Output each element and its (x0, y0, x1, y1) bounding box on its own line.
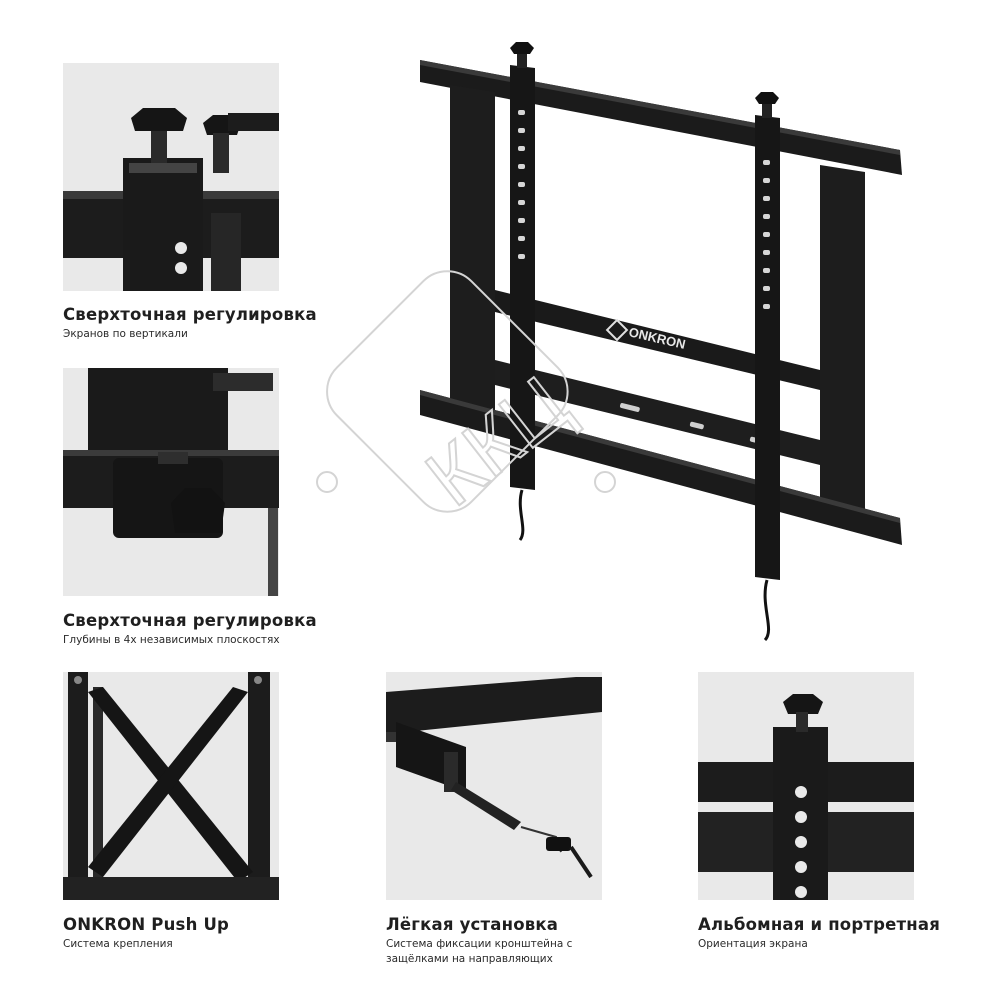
feature-subtitle-1: Экранов по вертикали (63, 328, 188, 340)
feature-photo-push-up (63, 672, 279, 900)
latch-cable-illustration (386, 677, 602, 879)
vertical-adjust-knob-illustration (63, 108, 279, 291)
video-wall-mount-illustration: ONKRON (420, 42, 902, 642)
depth-adjust-knob-illustration (63, 368, 279, 596)
feature-photo-orientation (698, 672, 914, 900)
feature-subtitle-3: Система крепления (63, 938, 173, 950)
feature-photo-vertical-adjust (63, 63, 279, 291)
feature-caption-4: Лёгкая установка Система фиксации кроншт… (386, 915, 616, 967)
feature-subtitle-4: Система фиксации кронштейна с защёлками … (386, 938, 573, 965)
feature-title-5: Альбомная и портретная (698, 915, 941, 934)
orientation-bracket-illustration (698, 694, 914, 900)
hero-mount-image: ONKRON (410, 40, 910, 650)
feature-caption-1: Сверхточная регулировка Экранов по верти… (63, 305, 317, 342)
onkron-logo-icon (605, 318, 629, 342)
feature-title-3: ONKRON Push Up (63, 915, 230, 934)
feature-title-4: Лёгкая установка (386, 915, 559, 934)
feature-photo-depth-adjust (63, 368, 279, 596)
feature-title-1: Сверхточная регулировка (63, 305, 317, 324)
push-up-mechanism-illustration (63, 672, 279, 900)
feature-title-2: Сверхточная регулировка (63, 611, 317, 630)
feature-subtitle-5: Ориентация экрана (698, 938, 808, 950)
feature-caption-3: ONKRON Push Up Система крепления (63, 915, 229, 952)
feature-subtitle-2: Глубины в 4х независимых плоскостях (63, 634, 280, 646)
feature-caption-5: Альбомная и портретная Ориентация экрана (698, 915, 940, 952)
feature-caption-2: Сверхточная регулировка Глубины в 4х нез… (63, 611, 317, 648)
feature-photo-easy-install (386, 672, 602, 900)
